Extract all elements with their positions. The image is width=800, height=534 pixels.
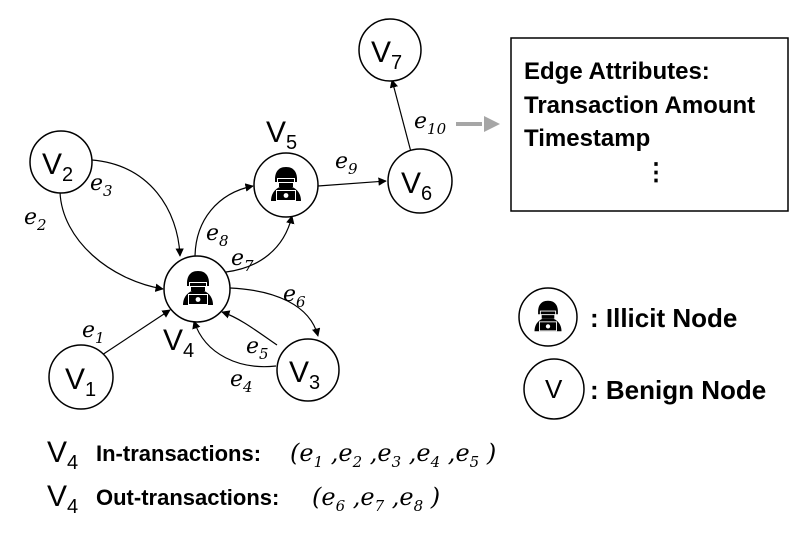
edge-e5[interactable]	[221, 310, 278, 346]
node-v1[interactable]: V 1	[48, 344, 114, 410]
edges	[59, 79, 412, 368]
legend-benign-symbol: V	[545, 374, 563, 404]
edge-label-e7: e7	[231, 246, 254, 275]
node-v4-label: V	[163, 324, 183, 357]
edge-e2[interactable]	[59, 191, 164, 292]
node-v3[interactable]: V 3	[276, 338, 340, 402]
attribute-pointer-arrow	[456, 116, 500, 132]
legend: : Illicit Node V : Benign Node	[518, 287, 766, 420]
edge-label-e6: e6	[283, 282, 306, 311]
in-transactions-row: V4 In-transactions: (e1 ,e2 ,e3 ,e4 ,e5 …	[47, 436, 496, 474]
edge-label-e3: e3	[90, 171, 113, 200]
edge-e10[interactable]	[389, 79, 412, 153]
attribute-timestamp: Timestamp	[524, 125, 650, 152]
node-v2-label: V	[42, 148, 62, 181]
node-v3-sub: 3	[309, 372, 320, 394]
edge-e3[interactable]	[91, 159, 184, 257]
legend-benign-label: : Benign Node	[590, 375, 766, 405]
node-v7[interactable]: V 7	[358, 18, 422, 82]
edge-e1[interactable]	[101, 309, 171, 356]
node-v3-label: V	[289, 356, 309, 389]
attribute-transaction-amount: Transaction Amount	[524, 92, 755, 119]
node-v1-label: V	[65, 363, 85, 396]
in-tx-list: (e1 ,e2 ,e3 ,e4 ,e5 )	[290, 439, 496, 471]
out-tx-node: V4	[47, 480, 78, 518]
edge-attributes-title: Edge Attributes:	[524, 58, 710, 85]
in-tx-node: V4	[47, 436, 78, 474]
node-v2-sub: 2	[62, 164, 73, 186]
edge-attributes-box: Edge Attributes: Transaction Amount Time…	[510, 37, 789, 212]
nodes: V 1 V 2 V 3 V 4 V 5 V 6	[29, 18, 453, 410]
edge-label-e5: e5	[246, 334, 269, 363]
edge-e4[interactable]	[192, 320, 277, 368]
edge-label-e2: e2	[24, 205, 47, 234]
legend-benign: V : Benign Node	[523, 358, 766, 420]
edge-label-e1: e1	[82, 318, 105, 347]
node-v7-sub: 7	[391, 52, 402, 74]
node-v7-label: V	[371, 36, 391, 69]
node-v6[interactable]: V 6	[387, 148, 453, 214]
out-transactions-row: V4 Out-transactions: (e6 ,e7 ,e8 )	[47, 480, 440, 518]
node-v5[interactable]: V 5	[253, 116, 319, 218]
out-tx-list: (e6 ,e7 ,e8 )	[312, 483, 440, 515]
node-v5-sub: 5	[286, 132, 297, 154]
edge-e7[interactable]	[225, 215, 295, 273]
node-v4[interactable]: V 4	[163, 255, 231, 362]
legend-illicit: : Illicit Node	[518, 287, 737, 347]
in-tx-label: In-transactions:	[96, 441, 261, 466]
edge-e8[interactable]	[194, 183, 254, 259]
edge-labels: e1 e2 e3 e4 e5 e6 e7 e8 e9 e10	[24, 109, 447, 396]
out-tx-label: Out-transactions:	[96, 485, 279, 510]
node-v1-sub: 1	[85, 379, 96, 401]
edge-label-e8: e8	[206, 221, 229, 250]
edge-label-e10: e10	[414, 109, 447, 138]
edge-label-e9: e9	[335, 149, 358, 178]
edge-e6[interactable]	[229, 287, 321, 337]
node-v5-label: V	[266, 116, 286, 149]
node-v2[interactable]: V 2	[29, 130, 93, 194]
node-v6-sub: 6	[421, 183, 432, 205]
edge-label-e4: e4	[230, 367, 253, 396]
node-v6-label: V	[401, 167, 421, 200]
legend-illicit-label: : Illicit Node	[590, 303, 737, 333]
attribute-more-ellipsis: ⋮	[644, 159, 668, 186]
node-v4-sub: 4	[183, 340, 194, 362]
edge-e9[interactable]	[317, 177, 387, 187]
